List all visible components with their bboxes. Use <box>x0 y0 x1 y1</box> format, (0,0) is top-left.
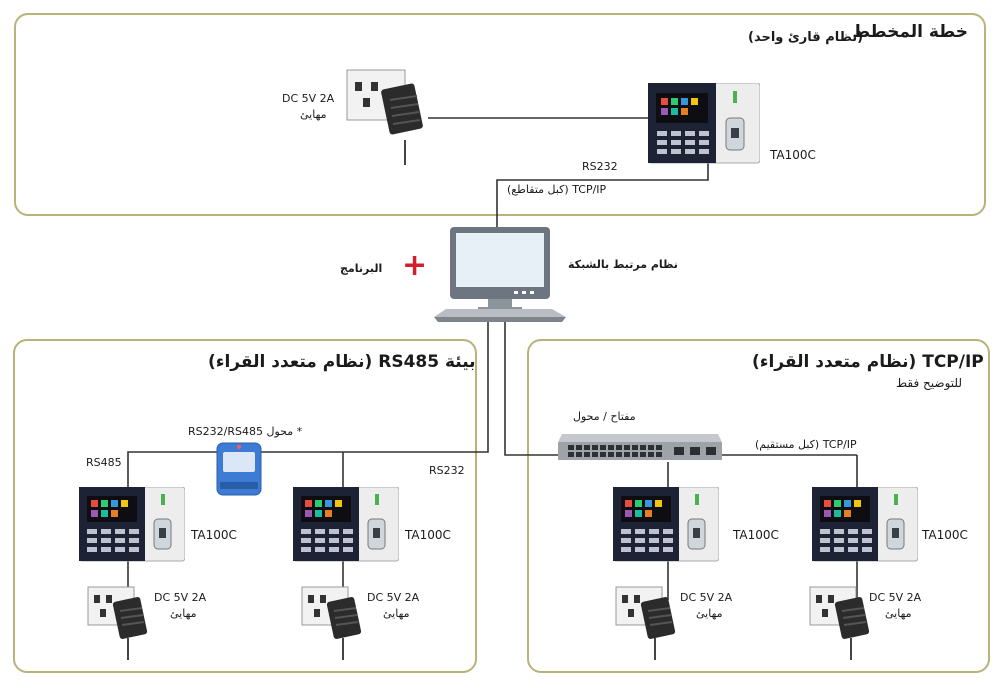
power-adapter-icon <box>615 586 676 639</box>
power-label: مهايئ <box>696 607 723 620</box>
power-adapter-icon <box>346 69 423 135</box>
converter-label: * محول RS232/RS485 <box>188 425 303 438</box>
single-reader-panel <box>14 13 986 216</box>
time-attendance-device-icon <box>812 487 918 562</box>
power-spec: DC 5V 2A <box>680 591 733 604</box>
top-cable-label: TCP/IP (كبل متقاطع) <box>507 183 607 196</box>
device-label: TA100C <box>405 528 451 542</box>
device-label: TA100C <box>191 528 237 542</box>
device-label: TA100C <box>733 528 779 542</box>
plus-icon: + <box>402 248 428 283</box>
pc-label: نظام مرتبط بالشبكة <box>568 258 678 271</box>
time-attendance-device-icon <box>79 487 185 562</box>
top-device-label: TA100C <box>770 148 816 162</box>
rs485-title: بيئة RS485 (نظام متعدد القراء) <box>208 352 476 372</box>
rs485-label: RS485 <box>86 456 122 469</box>
time-attendance-device-icon <box>293 487 399 562</box>
converter-icon <box>216 442 262 496</box>
power-label: مهايئ <box>383 607 410 620</box>
tcpip-title: TCP/IP (نظام متعدد القراء) <box>752 352 984 372</box>
top-link-label: RS232 <box>582 160 618 173</box>
top-title: خطة المخطط <box>852 22 968 42</box>
top-power-label: مهايئ <box>300 108 327 121</box>
power-spec: DC 5V 2A <box>154 591 207 604</box>
power-adapter-icon <box>809 586 870 639</box>
power-label: مهايئ <box>885 607 912 620</box>
power-label: مهايئ <box>170 607 197 620</box>
rs232-label: RS232 <box>429 464 465 477</box>
network-switch-icon <box>558 434 722 460</box>
top-subtitle: (نظام قارئ واحد) <box>748 30 864 45</box>
time-attendance-device-icon <box>648 83 760 164</box>
right-cable-label: TCP/IP (كبل مستقيم) <box>755 438 857 451</box>
power-spec: DC 5V 2A <box>869 591 922 604</box>
tcpip-subtitle: للتوضيح فقط <box>896 376 963 390</box>
power-spec: DC 5V 2A <box>367 591 420 604</box>
device-label: TA100C <box>922 528 968 542</box>
power-adapter-icon <box>301 586 362 639</box>
switch-label: مفتاح / محول <box>573 410 636 423</box>
time-attendance-device-icon <box>613 487 719 562</box>
software-label: البرنامج <box>340 262 383 275</box>
power-adapter-icon <box>87 586 148 639</box>
pc-computer-icon <box>434 227 566 322</box>
top-power-spec: DC 5V 2A <box>282 92 335 105</box>
